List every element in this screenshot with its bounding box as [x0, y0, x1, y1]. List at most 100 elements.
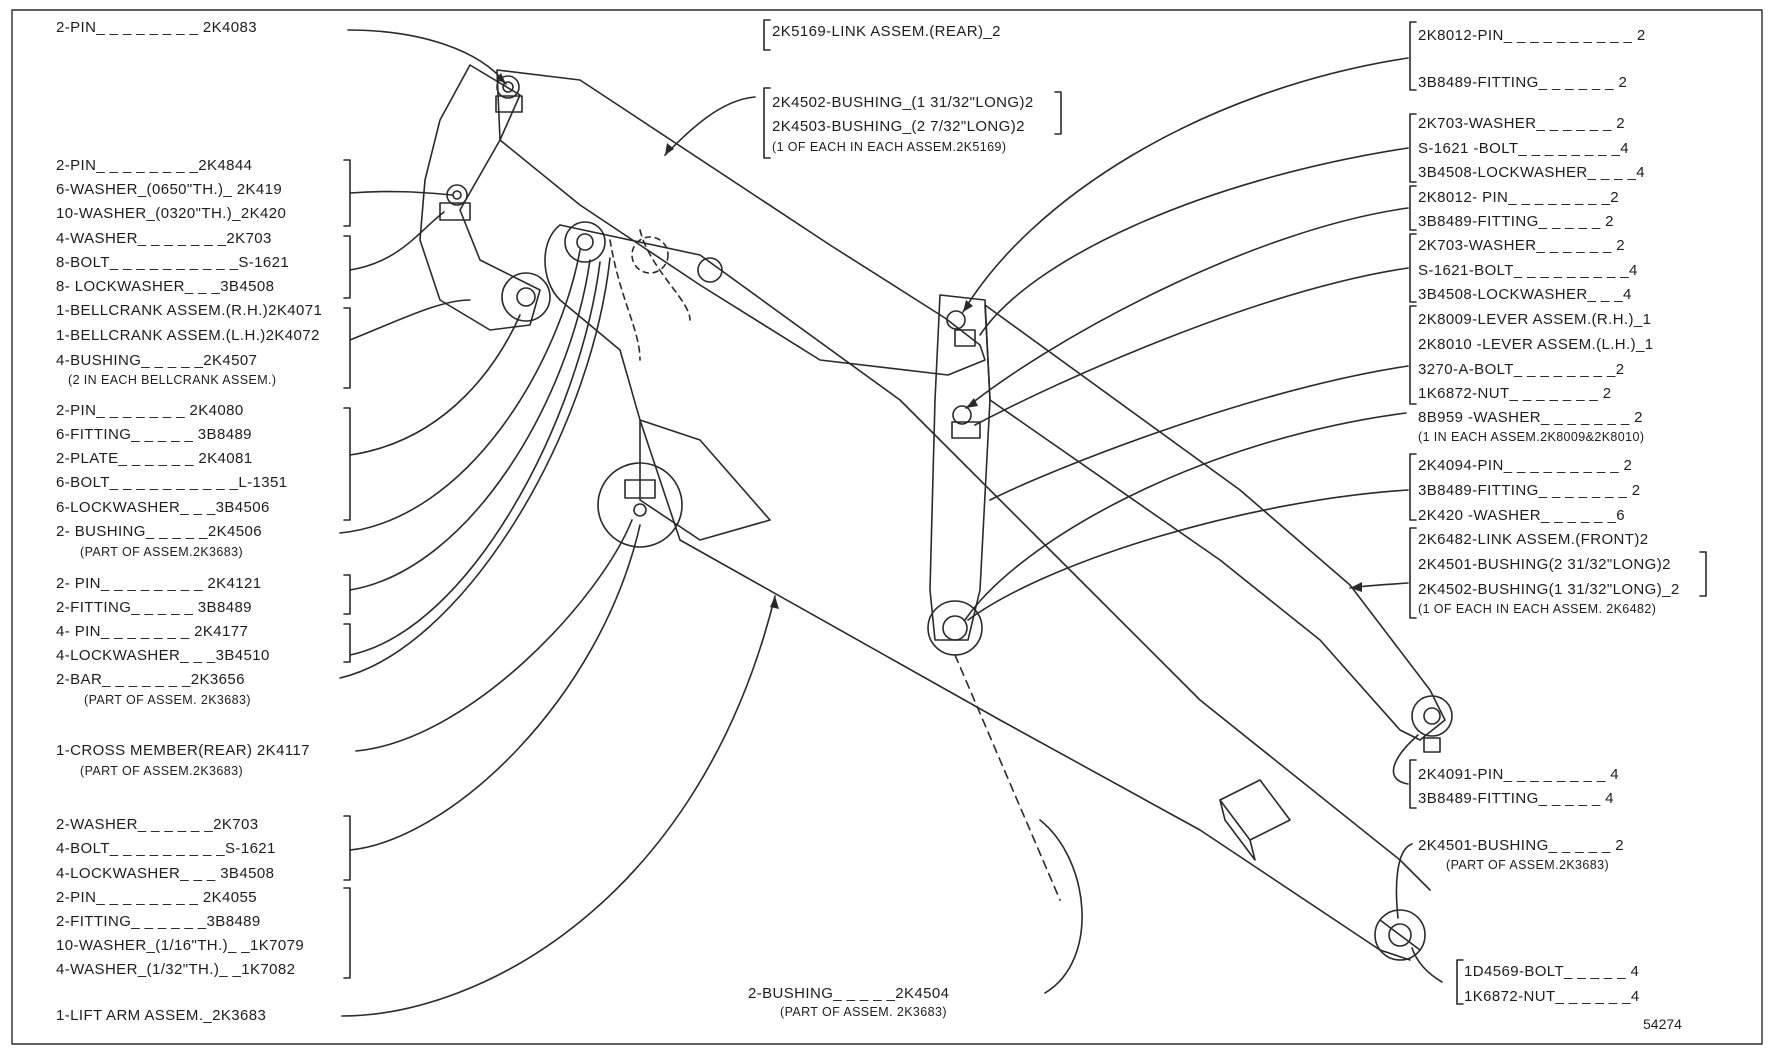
lift-arm-lower-edge	[559, 299, 1411, 961]
label-2k4507: 4-BUSHING_ _ _ _ _2K4507	[56, 352, 258, 369]
lift-arm-web	[639, 419, 771, 541]
brace-l21-l22	[343, 623, 351, 663]
leader-r15	[964, 412, 1407, 621]
brace-r3-r5	[1409, 113, 1417, 183]
label-3b8489-g: 3B8489-FITTING_ _ _ _ _ 4	[1418, 790, 1614, 807]
brace-r21-r22-right	[1699, 551, 1707, 597]
label-3b8489-c: 2-FITTING_ _ _ _ _ _3B8489	[56, 913, 261, 930]
arrowhead-r20	[1350, 582, 1362, 592]
label-2k4504-note: (PART OF ASSEM. 2K3683)	[780, 1005, 947, 1019]
cross-member-boss	[597, 462, 683, 548]
label-2k4091: 2K4091-PIN_ _ _ _ _ _ _ _ 4	[1418, 766, 1619, 783]
label-2k703-b: 2-WASHER_ _ _ _ _ _2K703	[56, 816, 259, 833]
label-1k6872-a: 1K6872-NUT_ _ _ _ _ _ _ 2	[1418, 385, 1612, 402]
label-2k4501-b: 2K4501-BUSHING_ _ _ _ _ 2	[1418, 837, 1624, 854]
brace-r1-r2	[1409, 21, 1417, 91]
label-2k4083: 2-PIN_ _ _ _ _ _ _ _ 2K4083	[56, 19, 257, 36]
label-3270a: 3270-A-BOLT_ _ _ _ _ _ _ _2	[1418, 361, 1625, 378]
leader-group-r28	[1411, 947, 1443, 983]
arrowhead-r1	[963, 300, 973, 312]
label-s1621-d: S-1621-BOLT_ _ _ _ _ _ _ _ _4	[1418, 262, 1638, 279]
hidden-boss	[631, 236, 669, 274]
label-3b8489-e: 3B8489-FITTING_ _ _ _ _ 2	[1418, 213, 1614, 230]
label-1d4569: 1D4569-BOLT_ _ _ _ _ 4	[1464, 963, 1640, 980]
label-3b4508-d: 3B4508-LOCKWASHER_ _ _4	[1418, 286, 1632, 303]
label-2k4177: 4- PIN_ _ _ _ _ _ _ 2K4177	[56, 623, 249, 640]
lever-pin-top	[946, 310, 966, 330]
leader-group-washers	[349, 524, 641, 851]
label-2k4501-b-note: (PART OF ASSEM.2K3683)	[1446, 858, 1610, 872]
front-cross-boss	[697, 257, 723, 283]
label-2k5169: 2K5169-LINK ASSEM.(REAR)_2	[772, 23, 1001, 40]
label-3b4506: 6-LOCKWASHER_ _ _3B4506	[56, 499, 270, 516]
leader-group-r11	[989, 365, 1409, 501]
leader-group-pin2k4080	[349, 314, 521, 456]
leader-l23	[339, 257, 611, 679]
label-2k6482-note: (1 OF EACH IN EACH ASSEM. 2K6482)	[1418, 602, 1657, 616]
label-3b4510: 4-LOCKWASHER_ _ _3B4510	[56, 647, 270, 664]
label-2k4071: 1-BELLCRANK ASSEM.(R.H.)2K4071	[56, 302, 323, 319]
label-s1621-a: 8-BOLT_ _ _ _ _ _ _ _ _ _S-1621	[56, 254, 290, 271]
brace-r11-r14	[1409, 305, 1417, 405]
label-2k703-a: 4-WASHER_ _ _ _ _ _ _2K703	[56, 230, 272, 247]
front-link-nut	[1423, 737, 1441, 753]
label-s1621-b: 4-BOLT_ _ _ _ _ _ _ _ _S-1621	[56, 840, 276, 857]
hidden-bar-1	[609, 239, 641, 361]
label-3b8489-d: 3B8489-FITTING_ _ _ _ _ _ 2	[1418, 74, 1628, 91]
label-2k4081: 2-PLATE_ _ _ _ _ _ 2K4081	[56, 450, 253, 467]
front-bushing-outer	[1374, 909, 1426, 961]
label-2k4502-a: 2K4502-BUSHING_(1 31/32"LONG)2	[772, 94, 1034, 111]
label-2k420: 2K420 -WASHER_ _ _ _ _ _6	[1418, 507, 1626, 524]
arrowhead-l1	[496, 73, 506, 84]
arrowhead-c1	[665, 143, 674, 155]
brace-l19-l20	[343, 574, 351, 615]
brace-r17-r19	[1409, 453, 1417, 521]
leader-c5	[1039, 819, 1083, 994]
label-2k4055: 2-PIN_ _ _ _ _ _ _ _ 2K4055	[56, 889, 257, 906]
front-link-outline	[984, 304, 1446, 741]
brace-r8-r10	[1409, 233, 1417, 303]
label-3b4508-a: 8- LOCKWASHER_ _ _3B4508	[56, 278, 275, 295]
lever-plate-top	[954, 329, 976, 347]
label-2k4080: 2-PIN_ _ _ _ _ _ _ 2K4080	[56, 402, 244, 419]
label-2k703-c: 2K703-WASHER_ _ _ _ _ _ 2	[1418, 115, 1626, 132]
label-2k4503: 2K4503-BUSHING_(2 7/32"LONG)2	[772, 118, 1025, 135]
label-1k6872-b: 1K6872-NUT_ _ _ _ _ _4	[1464, 988, 1640, 1005]
label-2k4121: 2- PIN_ _ _ _ _ _ _ _ 2K4121	[56, 575, 262, 592]
label-2k8012-b: 2K8012- PIN_ _ _ _ _ _ _ _2	[1418, 189, 1619, 206]
cross-member-plate	[624, 479, 656, 499]
label-3b8489-f: 3B8489-FITTING_ _ _ _ _ _ _ 2	[1418, 482, 1641, 499]
figure-number: 54274	[1643, 1016, 1682, 1032]
bellcrank-plate-top	[495, 95, 523, 113]
lift-arm-upper-edge	[559, 224, 1431, 891]
brace-r24-r25	[1409, 759, 1417, 809]
label-2k420: 10-WASHER_(0320"TH.)_2K420	[56, 205, 287, 222]
leader-group-r3	[979, 147, 1409, 336]
leader-group-r24	[1392, 734, 1419, 785]
leader-c1	[664, 96, 756, 156]
leader-group-r8	[974, 267, 1409, 426]
leader-r26	[1395, 843, 1413, 919]
label-1k7082: 4-WASHER_(1/32"TH.)_ _1K7082	[56, 961, 296, 978]
cross-member-pin	[633, 503, 647, 517]
brace-l27-l29	[343, 815, 351, 881]
bellcrank-hub	[501, 272, 551, 322]
leader-group-bellcrank	[349, 299, 471, 341]
leader-l17	[339, 249, 581, 534]
label-2k8010: 2K8010 -LEVER ASSEM.(L.H.)_1	[1418, 336, 1654, 353]
bar-pin-outer	[564, 221, 606, 263]
hidden-bar-2	[639, 229, 691, 321]
label-2k8012-a: 2K8012-PIN_ _ _ _ _ _ _ _ _ _ 2	[1418, 27, 1646, 44]
label-1k7079: 10-WASHER_(1/16"TH.)_ _1K7079	[56, 937, 305, 954]
leader-group-pin2k4121	[349, 259, 591, 591]
label-2k8009: 2K8009-LEVER ASSEM.(R.H.)_1	[1418, 311, 1652, 328]
lever-hidden-line	[954, 654, 1061, 901]
label-2k4844: 2-PIN_ _ _ _ _ _ _ _2K4844	[56, 157, 253, 174]
label-2k703-d: 2K703-WASHER_ _ _ _ _ _ 2	[1418, 237, 1626, 254]
front-bushing-bolt	[1379, 919, 1421, 951]
label-8b959: 8B959 -WASHER_ _ _ _ _ _ _ 2	[1418, 409, 1643, 426]
front-link-end-inner	[1423, 707, 1441, 725]
leader-group-r17	[967, 489, 1409, 621]
label-2k4117-note: (PART OF ASSEM.2K3683)	[80, 764, 244, 778]
brace-r28-r29	[1456, 959, 1464, 1005]
